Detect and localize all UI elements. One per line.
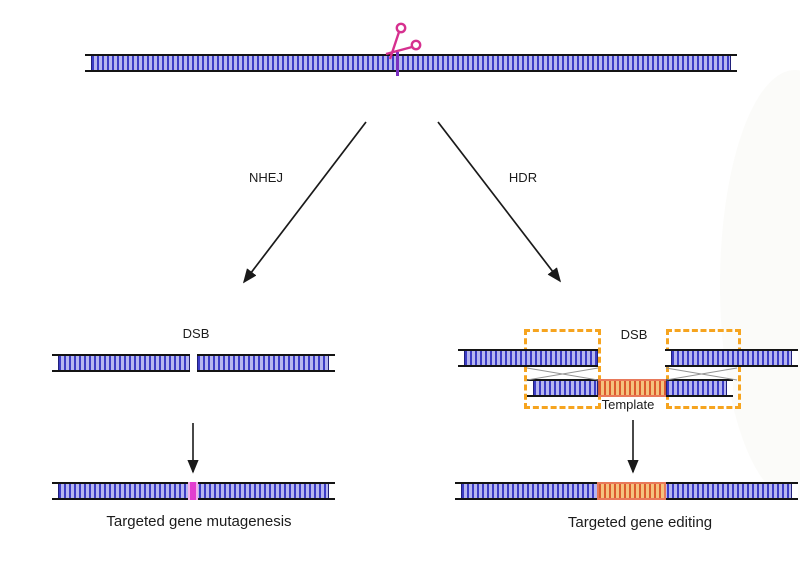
hdr-pathway-label: HDR xyxy=(508,170,538,185)
dna-base-pairs xyxy=(91,56,731,70)
hdr-branch-arrow xyxy=(437,121,562,283)
dsb-label-left: DSB xyxy=(182,326,210,341)
broken-dna-right-segment-a xyxy=(458,349,598,367)
nhej-branch-arrow xyxy=(242,121,367,284)
background-blob xyxy=(720,70,800,500)
broken-dna-left-segment-a xyxy=(52,354,190,372)
template-base-pairs xyxy=(598,381,666,395)
dna-base-pairs xyxy=(671,351,792,365)
caption-left: Targeted gene mutagenesis xyxy=(106,513,292,530)
intact-dna-top xyxy=(85,54,737,72)
homology-arm-box-left xyxy=(524,329,601,409)
homology-arm-box-right xyxy=(666,329,741,409)
template-homology-arm-right xyxy=(666,379,733,397)
template-label: Template xyxy=(601,397,655,412)
nhej-pathway-label: NHEJ xyxy=(249,170,283,185)
indel-mutation-insert xyxy=(188,482,198,500)
template-homology-arm-left xyxy=(527,379,598,397)
dna-base-pairs xyxy=(533,381,598,395)
repaired-dna-mutagenesis xyxy=(52,482,335,500)
donor-template-sequence xyxy=(598,379,666,397)
dna-base-pairs xyxy=(197,356,329,370)
broken-dna-left-segment-b xyxy=(197,354,335,372)
edited-sequence-insert xyxy=(597,482,666,500)
dna-base-pairs xyxy=(666,381,727,395)
broken-dna-right-segment-b xyxy=(665,349,798,367)
dsb-label-right: DSB xyxy=(620,327,648,342)
dna-base-pairs xyxy=(464,351,598,365)
dna-base-pairs xyxy=(58,356,190,370)
repaired-dna-edited xyxy=(455,482,798,500)
caption-right: Targeted gene editing xyxy=(567,514,713,531)
